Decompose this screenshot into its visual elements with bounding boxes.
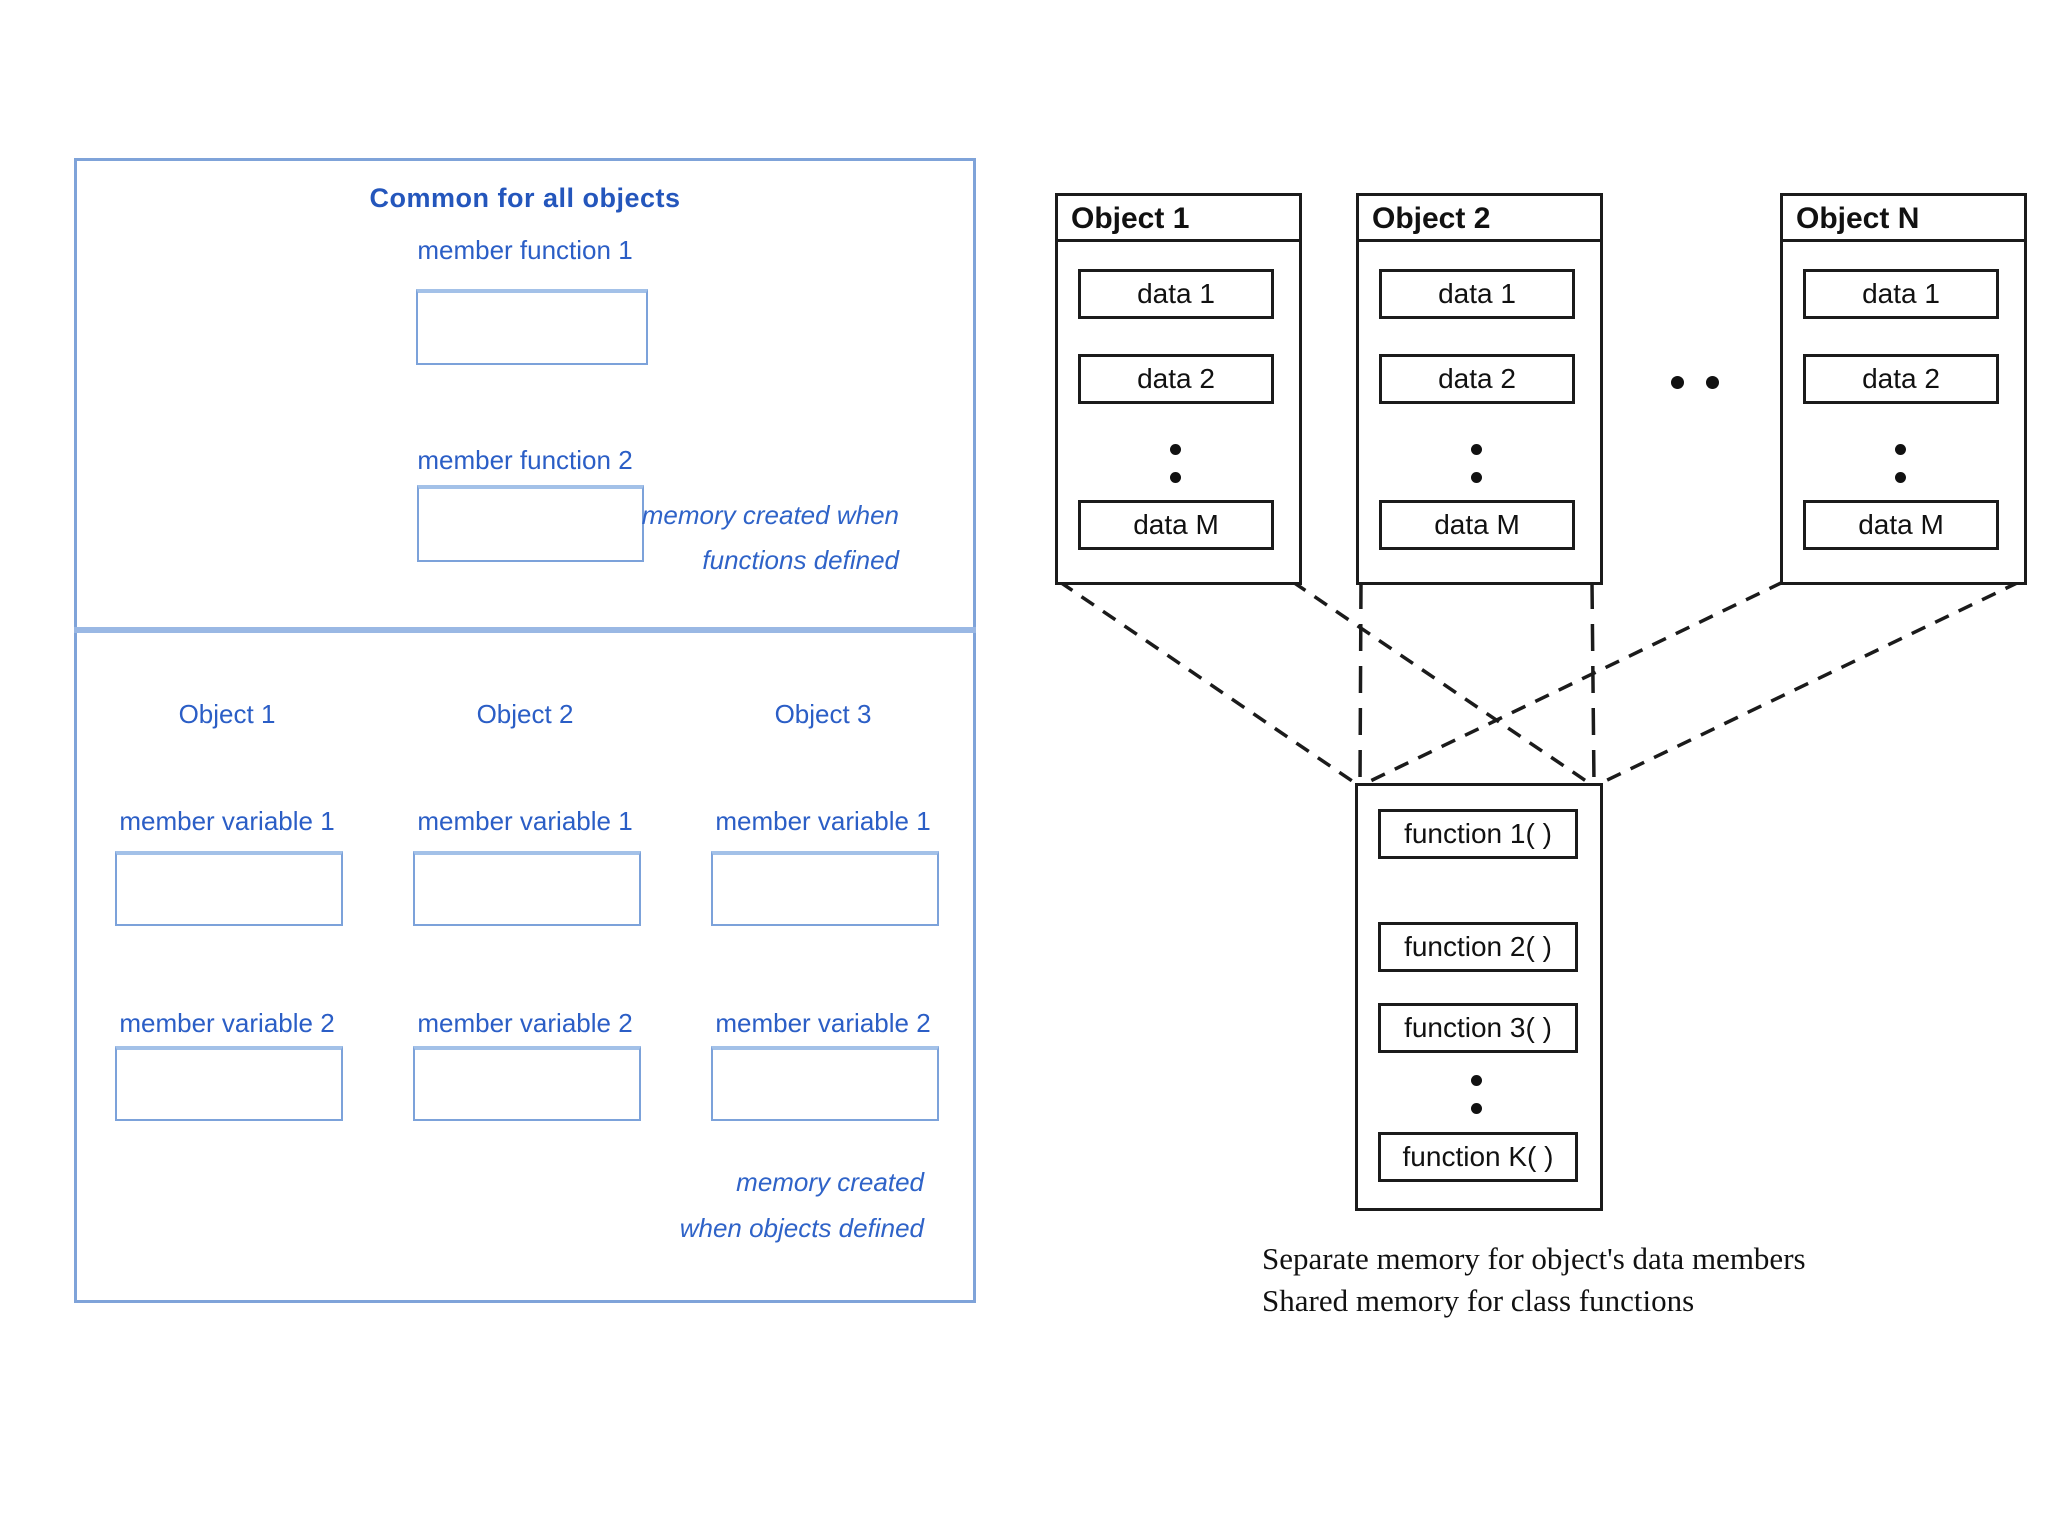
member-variable-1-memory-box [711, 851, 939, 926]
member-variable-1-memory-box [413, 851, 641, 926]
object-2-label: Object 2 [476, 699, 574, 729]
section-divider-line [74, 627, 976, 633]
data-1-cell: data 1 [1078, 269, 1274, 319]
data-2-cell: data 2 [1803, 354, 1999, 404]
memory-model-caption: Separate memory for object's data member… [1262, 1238, 1806, 1322]
data-m-cell: data M [1078, 500, 1274, 550]
data-m-cell: data M [1803, 500, 1999, 550]
object-2-card-title: Object 2 [1359, 196, 1600, 242]
horizontal-ellipsis-dot [1706, 376, 1719, 389]
object-2-column: Object 2 member variable 1 member variab… [377, 691, 673, 1291]
member-variable-2-label: member variable 2 [417, 1008, 633, 1038]
objects-memory-note-line2: when objects defined [679, 1213, 924, 1243]
data-2-cell: data 2 [1078, 354, 1274, 404]
member-function-2-label: member function 2 [417, 445, 633, 475]
function-1-cell: function 1( ) [1378, 809, 1578, 859]
horizontal-ellipsis-dot [1671, 376, 1684, 389]
functions-memory-note: memory created when functions defined [642, 493, 899, 583]
vertical-ellipsis-dot [1471, 472, 1482, 483]
caption-line2: Shared memory for class functions [1262, 1283, 1695, 1318]
function-3-cell: function 3( ) [1378, 1003, 1578, 1053]
member-variable-1-label: member variable 1 [417, 806, 633, 836]
member-function-1-memory-box [416, 289, 648, 365]
dashed-connector-obj1-left [1059, 580, 1359, 787]
vertical-ellipsis-dot [1471, 1075, 1482, 1086]
object-2-card: Object 2 data 1 data 2 data M [1356, 193, 1603, 585]
vertical-ellipsis-dot [1471, 444, 1482, 455]
functions-memory-note-line1: memory created when [641, 500, 899, 530]
data-m-cell: data M [1379, 500, 1575, 550]
vertical-ellipsis-dot [1471, 1103, 1482, 1114]
object-1-card: Object 1 data 1 data 2 data M [1055, 193, 1302, 585]
data-2-cell: data 2 [1379, 354, 1575, 404]
function-2-cell: function 2( ) [1378, 922, 1578, 972]
member-variable-2-memory-box [413, 1046, 641, 1121]
object-3-column: Object 3 member variable 1 member variab… [675, 691, 971, 1291]
dashed-connector-objN-right [1596, 580, 2020, 787]
dashed-connector-obj2-right [1590, 581, 1596, 786]
member-function-2-memory-box [417, 485, 644, 562]
object-n-card-title: Object N [1783, 196, 2024, 242]
common-section-title: Common for all objects [369, 183, 681, 213]
member-variable-2-memory-box [711, 1046, 939, 1121]
data-1-cell: data 1 [1803, 269, 1999, 319]
vertical-ellipsis-dot [1170, 444, 1181, 455]
member-variable-2-label: member variable 2 [119, 1008, 335, 1038]
member-variable-1-label: member variable 1 [119, 806, 335, 836]
vertical-ellipsis-dot [1895, 472, 1906, 483]
data-1-cell: data 1 [1379, 269, 1575, 319]
objects-memory-note: memory created when objects defined [680, 1159, 924, 1251]
object-1-column: Object 1 member variable 1 member variab… [79, 691, 375, 1291]
object-n-card: Object N data 1 data 2 data M [1780, 193, 2027, 585]
member-function-1-label: member function 1 [417, 235, 633, 265]
member-variable-1-memory-box [115, 851, 343, 926]
member-variable-2-label: member variable 2 [715, 1008, 931, 1038]
dashed-connector-objN-left [1361, 580, 1784, 787]
objects-memory-note-line1: memory created [736, 1167, 924, 1197]
functions-memory-note-line2: functions defined [702, 545, 899, 575]
caption-line1: Separate memory for object's data member… [1262, 1241, 1806, 1276]
member-variable-1-label: member variable 1 [715, 806, 931, 836]
dashed-connector-obj2-left [1358, 581, 1363, 786]
object-1-label: Object 1 [178, 699, 276, 729]
member-variable-2-memory-box [115, 1046, 343, 1121]
object-3-label: Object 3 [774, 699, 872, 729]
object-1-card-title: Object 1 [1058, 196, 1299, 242]
vertical-ellipsis-dot [1895, 444, 1906, 455]
shared-functions-card: function 1( ) function 2( ) function 3( … [1355, 783, 1603, 1211]
class-memory-layout-diagram: Common for all objects member function 1… [74, 158, 976, 1303]
function-k-cell: function K( ) [1378, 1132, 1578, 1182]
dashed-connector-obj1-right [1292, 580, 1593, 787]
vertical-ellipsis-dot [1170, 472, 1181, 483]
